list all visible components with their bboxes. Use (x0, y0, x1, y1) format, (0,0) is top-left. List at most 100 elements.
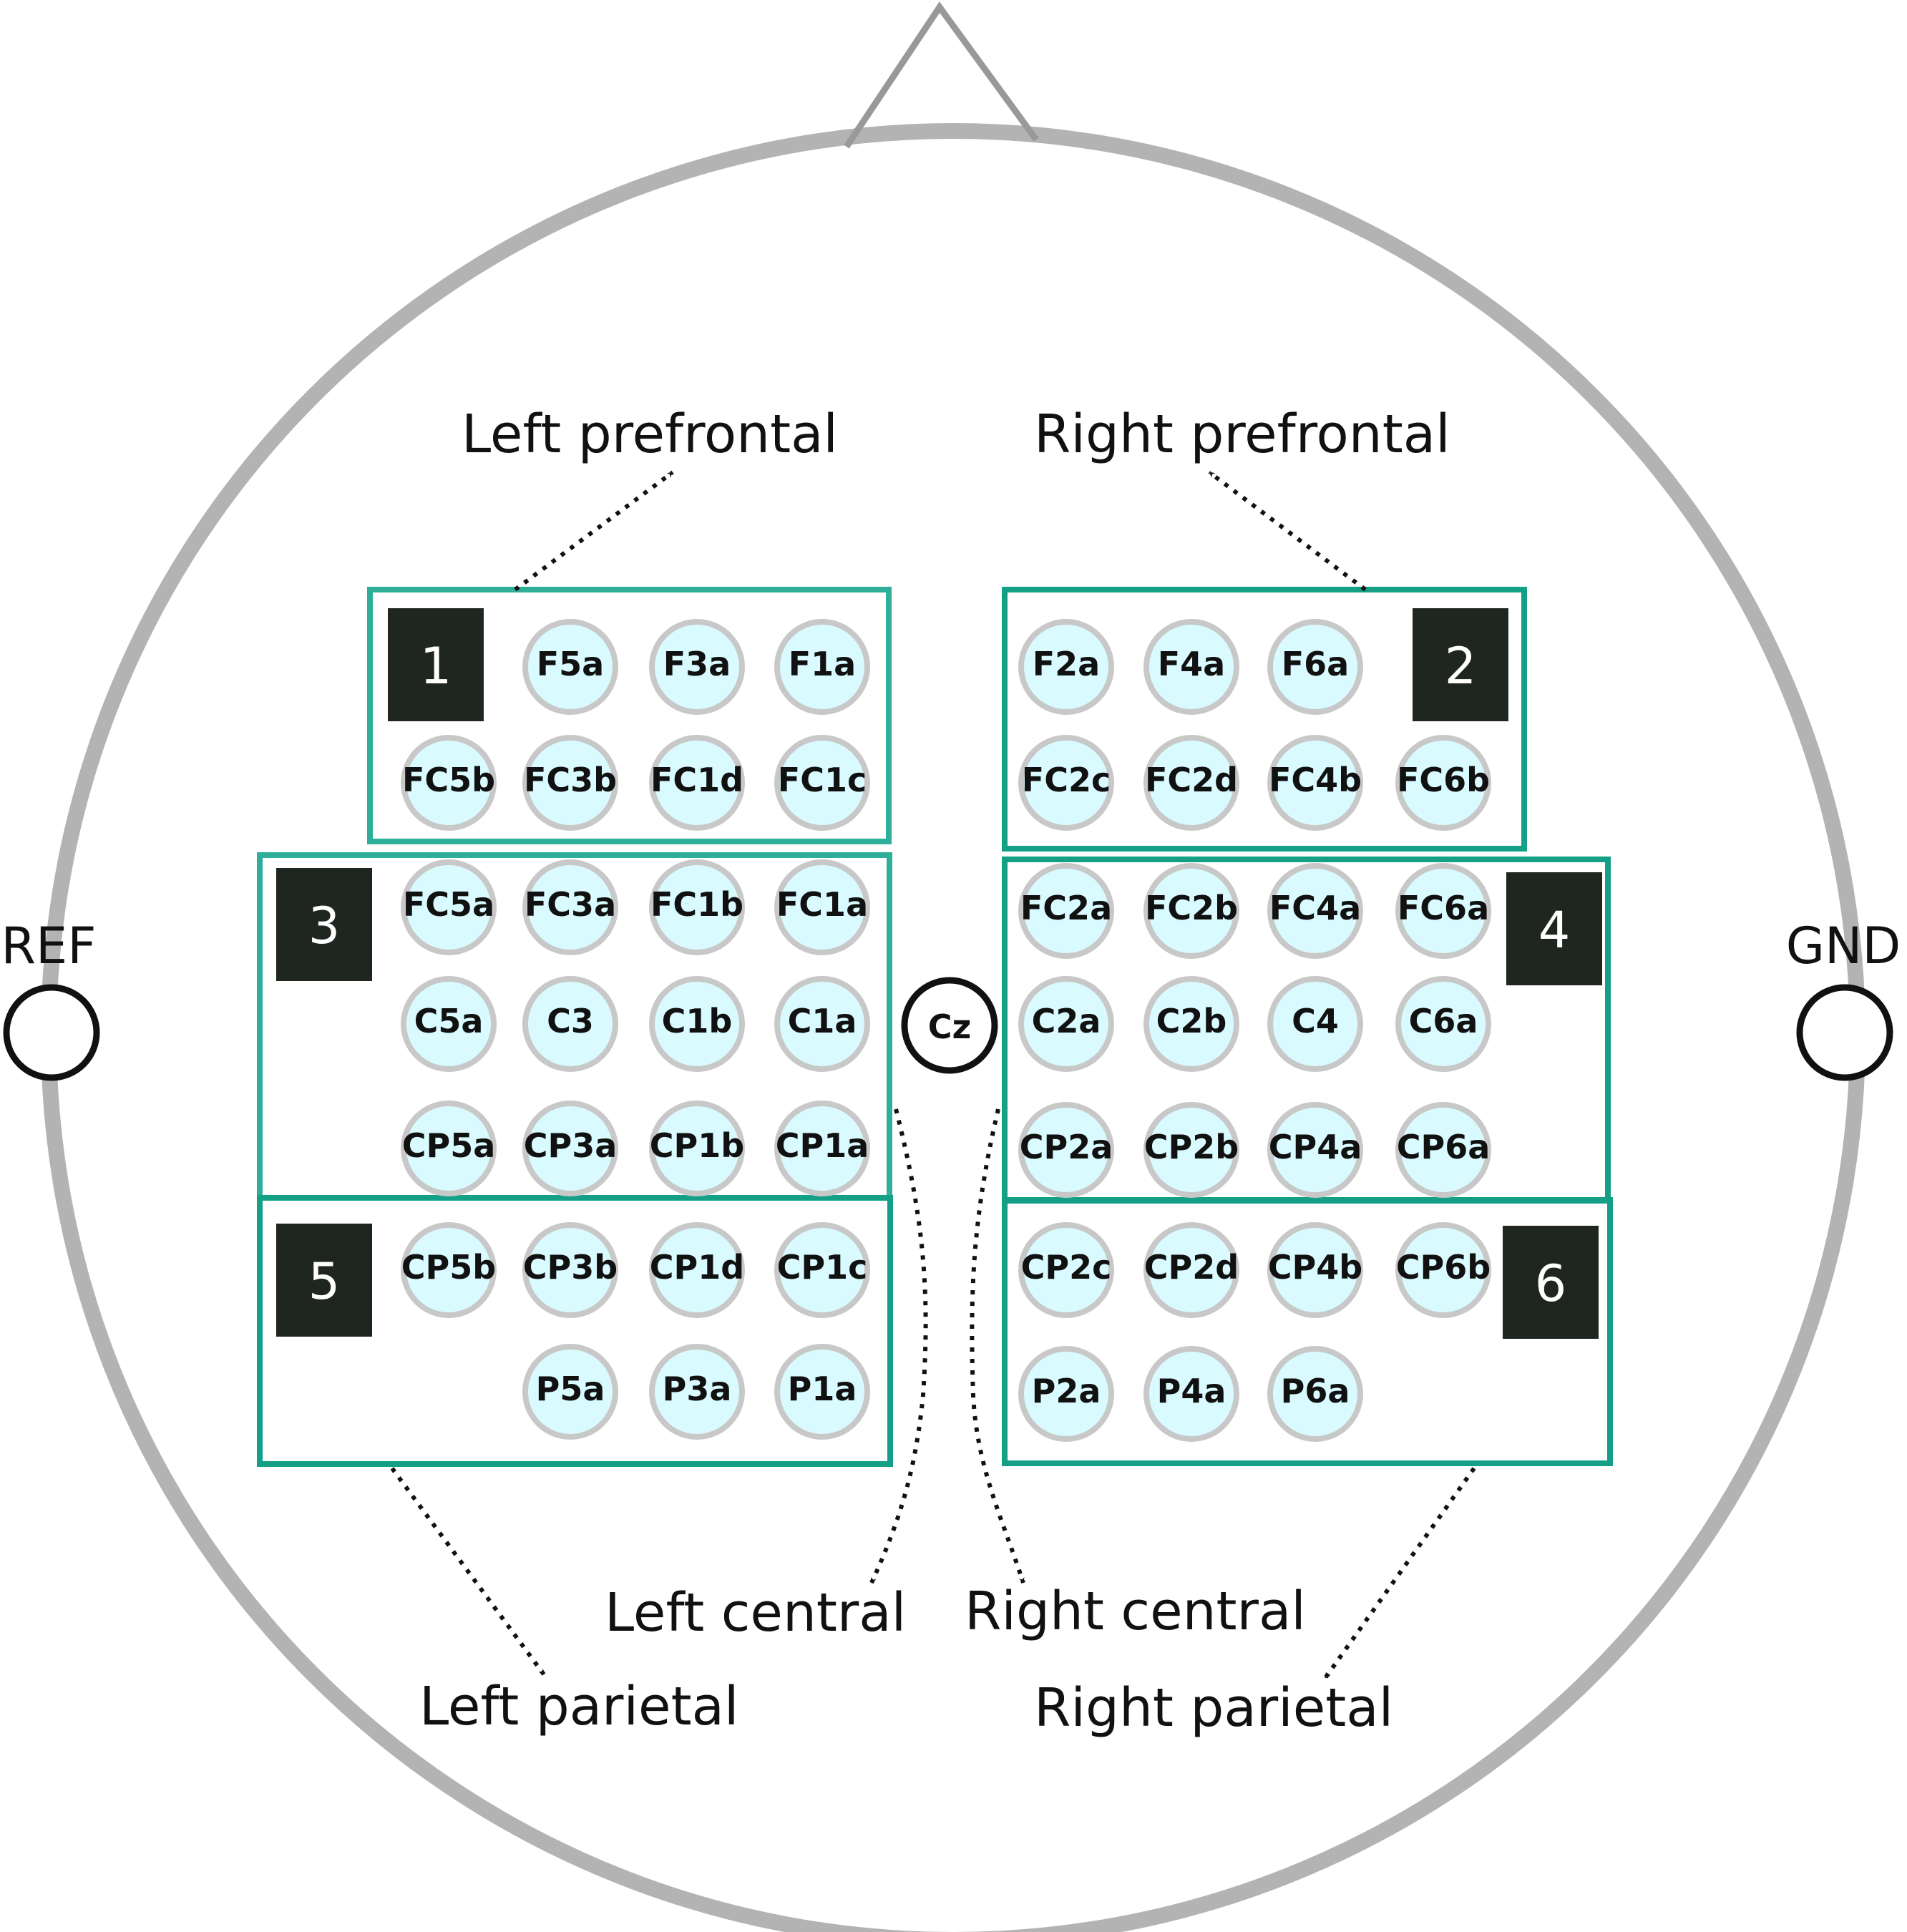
electrode-cp3b (522, 1222, 618, 1318)
electrode-label-p2a: P2a (1032, 1372, 1101, 1410)
electrode-cp1d (649, 1222, 745, 1318)
electrode-label-c3: C3 (547, 1002, 594, 1040)
gnd-label: GND (1786, 917, 1901, 975)
electrode-cp6a (1395, 1102, 1491, 1198)
electrode-c5a (401, 976, 497, 1072)
electrode-f3a (649, 619, 745, 715)
electrode-p4a (1143, 1346, 1239, 1442)
electrode-label-cp2b: CP2b (1144, 1128, 1239, 1166)
electrode-cp2d (1143, 1222, 1239, 1318)
electrode-label-fc5b: FC5b (402, 761, 495, 799)
group-number-4: 4 (1506, 872, 1602, 985)
group-number-1-text: 1 (420, 637, 452, 696)
electrode-label-c4: C4 (1292, 1002, 1339, 1040)
electrode-f2a (1018, 619, 1114, 715)
electrode-label-cp1a: CP1a (776, 1126, 869, 1165)
cz-electrode (901, 977, 998, 1074)
electrode-cp5a (401, 1101, 497, 1196)
electrode-cp3a (522, 1101, 618, 1196)
region-right-parietal: Right parietal (1034, 1677, 1393, 1739)
electrode-f6a (1267, 619, 1363, 715)
electrode-label-cp1b: CP1b (650, 1126, 744, 1165)
electrode-p5a (522, 1344, 618, 1440)
electrode-cp1b (649, 1101, 745, 1196)
electrode-label-fc3a: FC3a (525, 885, 616, 924)
electrode-label-cp6a: CP6a (1397, 1128, 1491, 1166)
electrode-label-cp4b: CP4b (1268, 1248, 1362, 1287)
electrode-label-fc1b: FC1b (650, 885, 743, 924)
electrode-label-fc4a: FC4a (1269, 889, 1361, 927)
electrode-label-f6a: F6a (1282, 645, 1349, 683)
electrode-label-cp2c: CP2c (1021, 1248, 1112, 1287)
electrode-p1a (774, 1344, 870, 1440)
electrode-label-p3a: P3a (663, 1370, 732, 1408)
electrode-fc1b (649, 859, 745, 955)
arrow-right-central (970, 1108, 1025, 1584)
electrode-fc1c (774, 735, 870, 831)
region-right-central: Right central (965, 1581, 1306, 1642)
electrode-fc1d (649, 735, 745, 831)
electrode-label-fc2c: FC2c (1022, 761, 1111, 799)
electrode-label-f2a: F2a (1033, 645, 1100, 683)
electrode-label-cp4a: CP4a (1269, 1128, 1362, 1166)
electrode-label-c2b: C2b (1156, 1002, 1227, 1040)
electrode-label-p5a: P5a (536, 1370, 605, 1408)
region-left-parietal: Left parietal (419, 1676, 739, 1737)
group-number-3-text: 3 (308, 897, 341, 955)
electrode-c2a (1018, 976, 1114, 1072)
electrode-cp5b (401, 1222, 497, 1318)
electrode-label-cp1c: CP1c (777, 1248, 868, 1287)
electrode-p3a (649, 1344, 745, 1440)
electrode-label-c1b: C1b (662, 1002, 733, 1040)
electrode-fc2a (1018, 863, 1114, 959)
gnd-electrode (1796, 984, 1893, 1081)
electrode-label-c2a: C2a (1032, 1002, 1101, 1040)
arrow-right-prefrontal (1208, 470, 1367, 592)
electrode-c2b (1143, 976, 1239, 1072)
electrode-p6a (1267, 1346, 1363, 1442)
electrode-fc4a (1267, 863, 1363, 959)
cz-label: Cz (928, 1008, 972, 1046)
electrode-label-c6a: C6a (1409, 1002, 1478, 1040)
electrode-label-f3a: F3a (663, 645, 731, 683)
electrode-c4 (1267, 976, 1363, 1072)
group-6-box (1002, 1197, 1613, 1466)
group-number-6-text: 6 (1535, 1254, 1567, 1313)
electrode-cp6b (1395, 1222, 1491, 1318)
electrode-cp2a (1018, 1102, 1114, 1198)
electrode-label-cp6b: CP6b (1396, 1248, 1491, 1287)
electrode-label-fc6a: FC6a (1398, 889, 1489, 927)
electrode-label-cp5b: CP5b (401, 1248, 496, 1287)
electrode-fc2c (1018, 735, 1114, 831)
region-left-prefrontal: Left prefrontal (462, 404, 838, 465)
electrode-f4a (1143, 619, 1239, 715)
electrode-f1a (774, 619, 870, 715)
group-number-6: 6 (1503, 1226, 1599, 1339)
ref-electrode (3, 984, 100, 1081)
connector-arrows (390, 470, 1476, 1679)
group-1-box (367, 587, 892, 844)
electrode-c1b (649, 976, 745, 1072)
electrode-fc3a (522, 859, 618, 955)
arrow-left-central (869, 1108, 928, 1584)
electrode-label-f1a: F1a (789, 645, 856, 683)
electrode-c3 (522, 976, 618, 1072)
nose-marker (844, 1, 1039, 149)
electrode-cp1a (774, 1101, 870, 1196)
electrode-p2a (1018, 1346, 1114, 1442)
group-number-4-text: 4 (1538, 901, 1571, 960)
electrode-fc2b (1143, 863, 1239, 959)
electrode-cp4a (1267, 1102, 1363, 1198)
electrode-label-cp3b: CP3b (523, 1248, 618, 1287)
electrode-fc2d (1143, 735, 1239, 831)
electrode-label-cp2a: CP2a (1020, 1128, 1113, 1166)
electrode-label-fc2d: FC2d (1145, 761, 1238, 799)
arrow-left-parietal (390, 1467, 546, 1676)
electrode-c6a (1395, 976, 1491, 1072)
group-number-5-text: 5 (308, 1252, 341, 1311)
group-number-2: 2 (1413, 608, 1508, 721)
electrode-label-fc1d: FC1d (650, 761, 743, 799)
electrode-fc1a (774, 859, 870, 955)
electrode-label-fc1a: FC1a (776, 885, 868, 924)
